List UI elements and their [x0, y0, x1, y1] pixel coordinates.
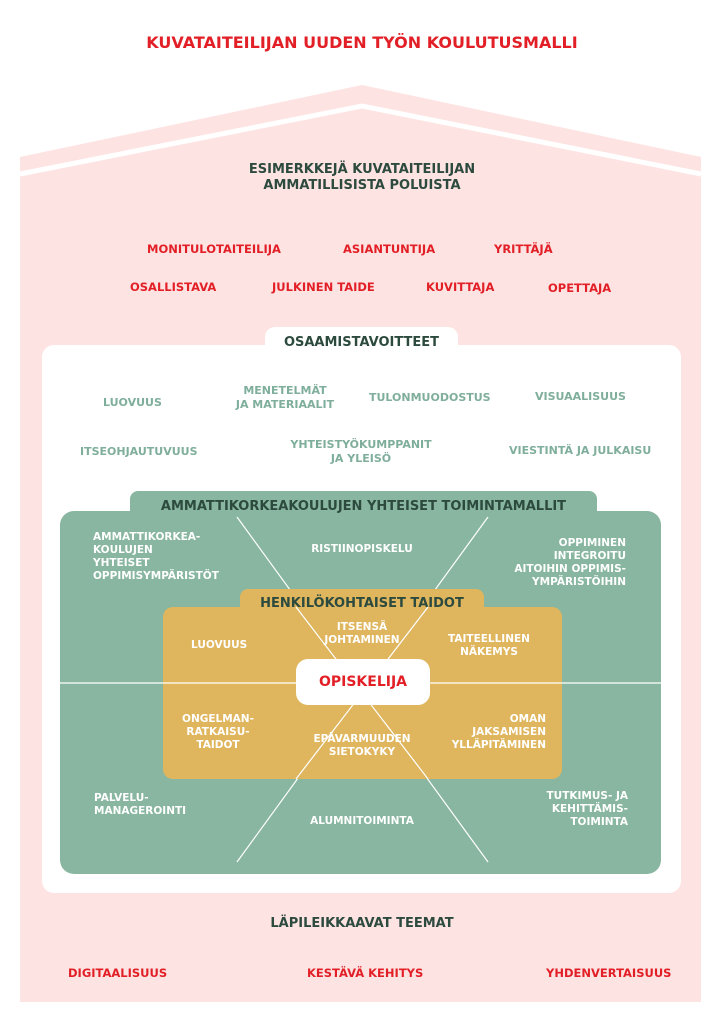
learning-goals-heading: OSAAMISTAVOITTEET [283, 335, 440, 350]
personal-skills-heading: HENKILÖKOHTAISET TAIDOT [260, 596, 464, 611]
path-item: MONITULOTAITEILIJA [147, 242, 281, 256]
path-item: KUVITTAJA [426, 280, 495, 294]
path-item: ASIANTUNTIJA [343, 242, 436, 256]
model-item: RISTIINOPISKELU [311, 543, 413, 555]
theme-item: DIGITAALISUUS [68, 966, 168, 980]
goal-item: LUOVUUS [103, 396, 162, 409]
model-item: ALUMNITOIMINTA [310, 815, 414, 827]
goal-item: ITSEOHJAUTUVUUS [80, 445, 198, 458]
cross-cutting-themes-heading: LÄPILEIKKAAVAT TEEMAT [270, 916, 454, 931]
model-item: PALVELU-MANAGEROINTI [94, 792, 187, 818]
operating-models-heading: AMMATTIKORKEAKOULUJEN YHTEISET TOIMINTAM… [160, 499, 567, 514]
path-item: JULKINEN TAIDE [272, 280, 375, 294]
student-center-pill [296, 659, 430, 705]
goal-item: VISUAALISUUS [535, 390, 626, 403]
theme-item: KESTÄVÄ KEHITYS [307, 966, 424, 980]
skill-item: LUOVUUS [191, 639, 248, 651]
student-label: OPISKELIJA [318, 674, 408, 690]
career-paths-heading: ESIMERKKEJÄ KUVATAITEILIJAN AMMATILLISIS… [248, 162, 476, 194]
skill-item: ONGELMAN-RATKAISU- TAIDOT [182, 713, 254, 752]
goal-item: VIESTINTÄ JA JULKAISU [509, 444, 652, 457]
page-title: KUVATAITEILIJAN UUDEN TYÖN KOULUTUSMALLI [146, 33, 578, 52]
path-item: OPETTAJA [548, 281, 612, 295]
goal-item: TULONMUODOSTUS [369, 391, 491, 404]
learning-goals-tab [265, 327, 458, 357]
path-item: OSALLISTAVA [130, 280, 217, 294]
path-item: YRITTÄJÄ [494, 242, 553, 256]
theme-item: YHDENVERTAISUUS [546, 966, 672, 980]
